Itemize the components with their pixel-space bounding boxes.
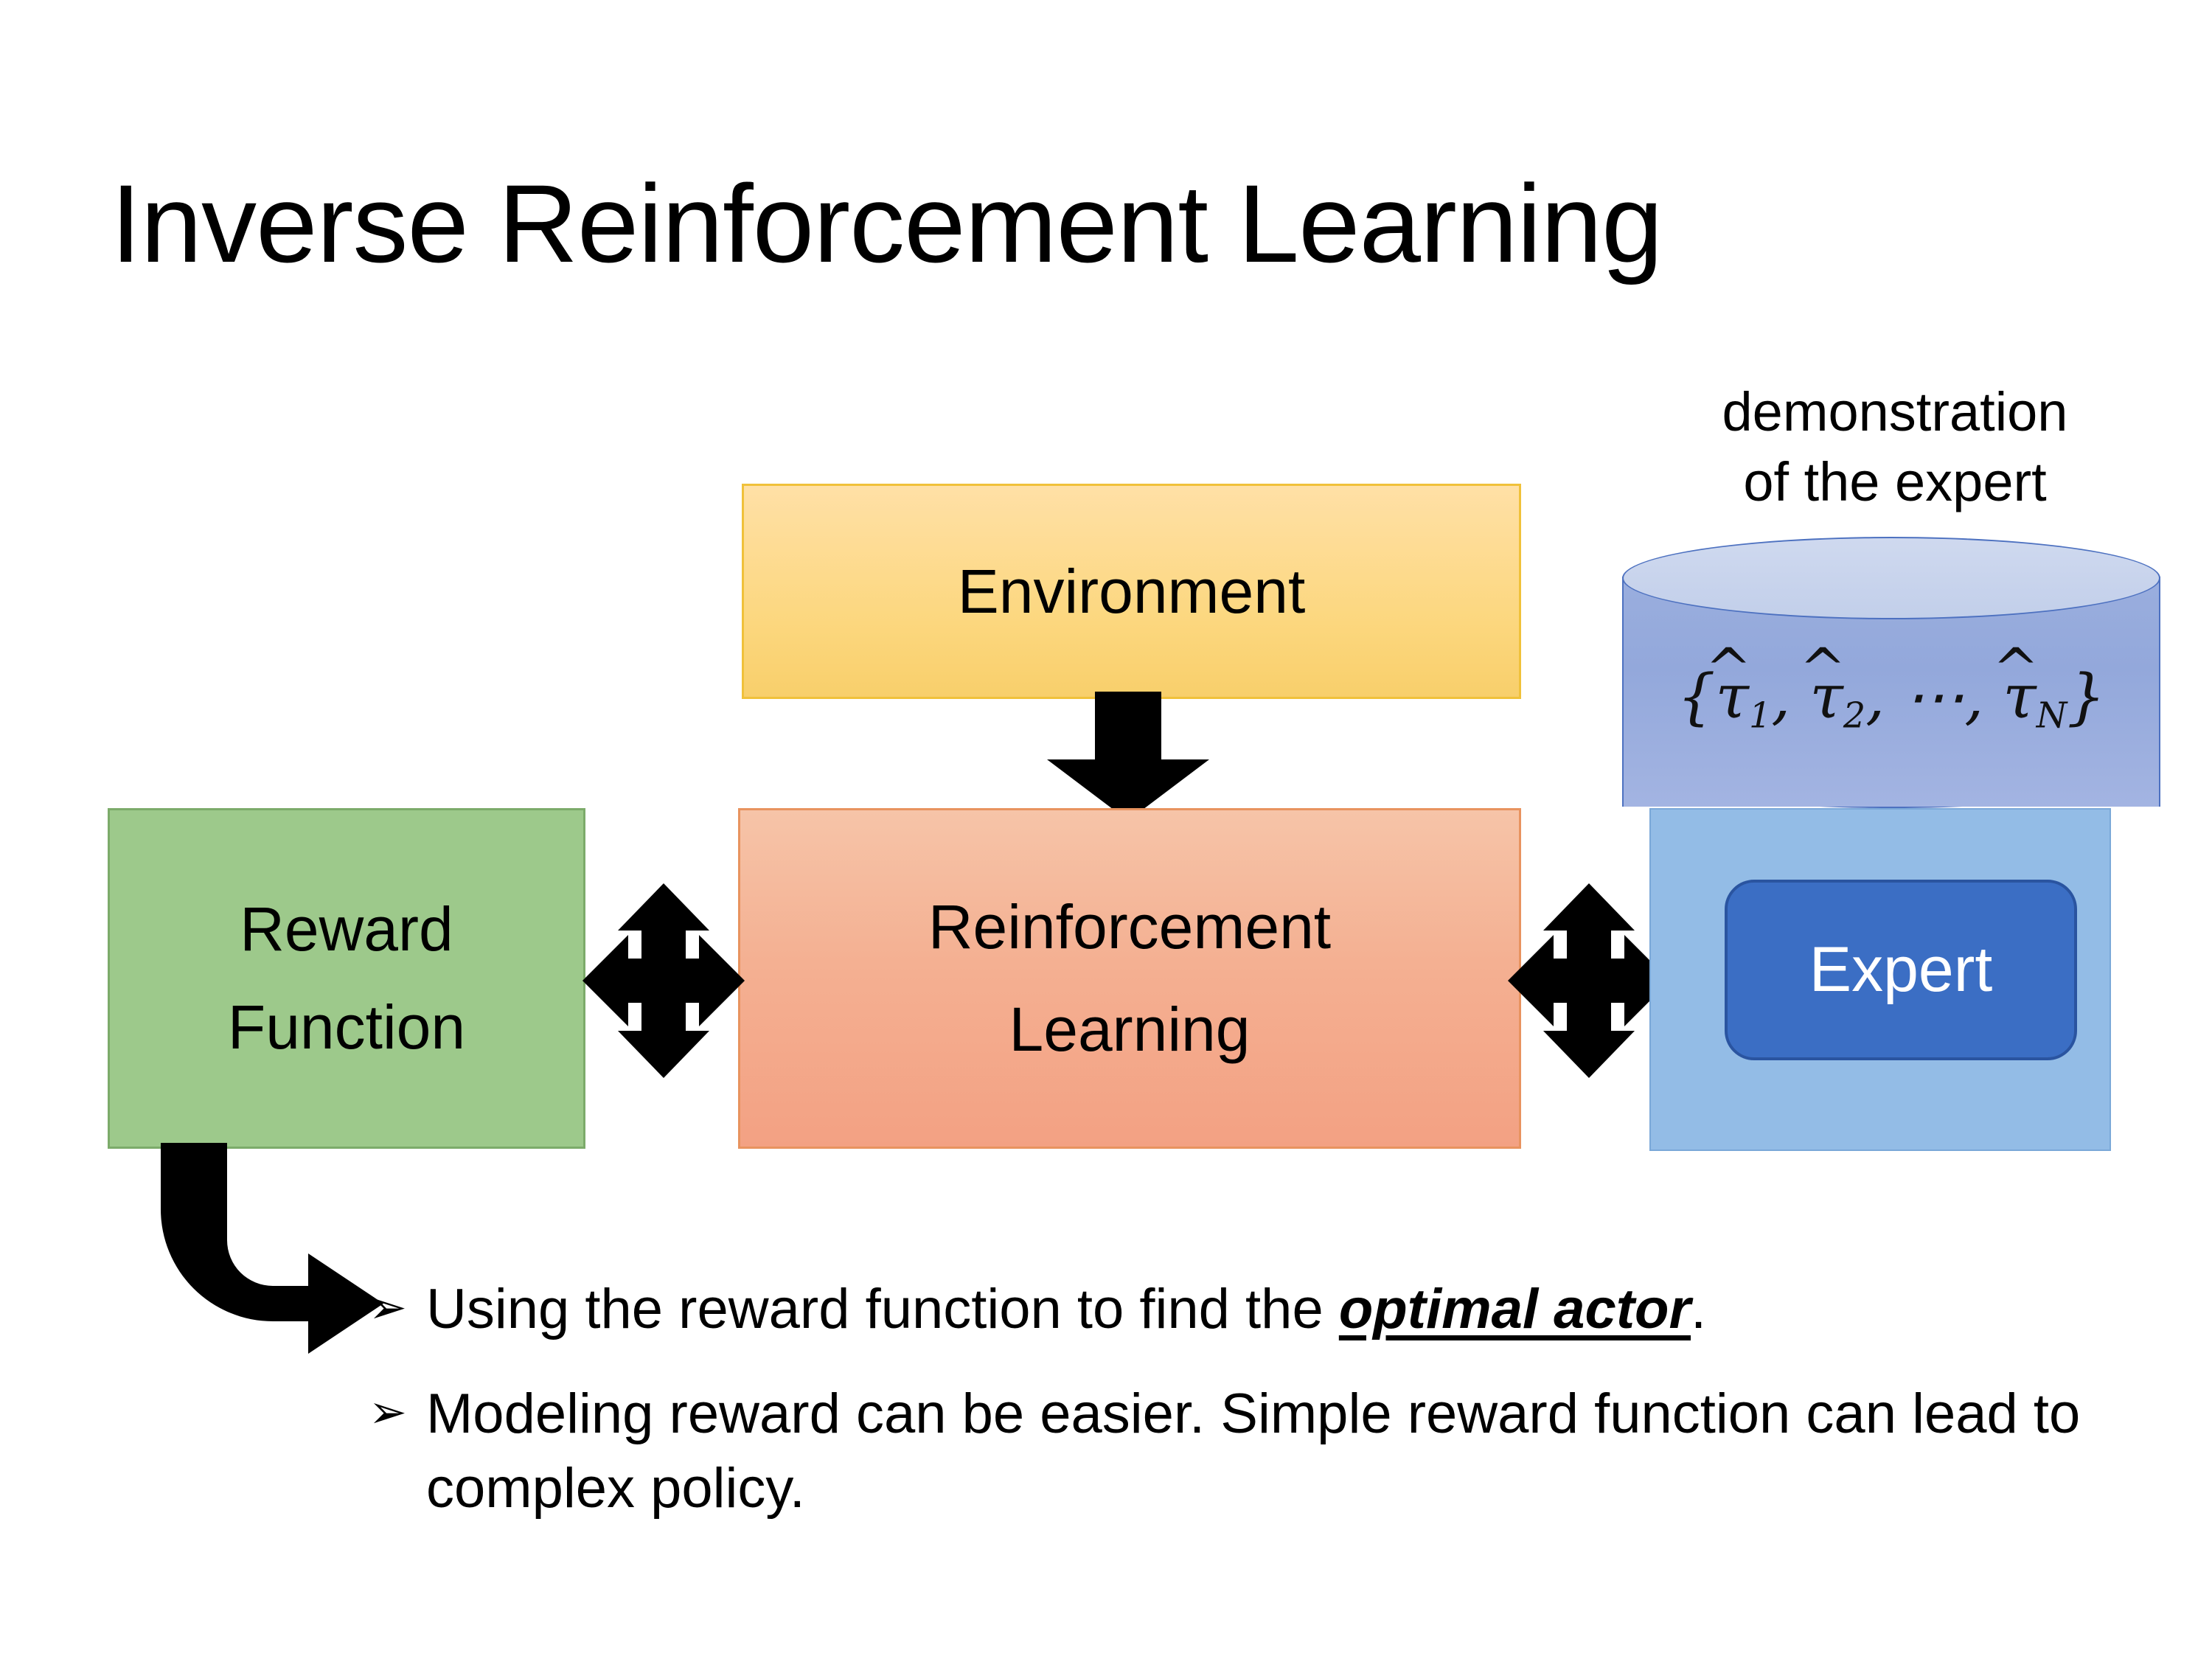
bullet-text-1: Using the reward function to find the op… <box>426 1273 2138 1346</box>
environment-box[interactable]: Environment <box>742 484 1521 699</box>
rl-label-line1: Reinforcement <box>928 892 1332 961</box>
expert-box[interactable]: Expert <box>1725 880 2077 1060</box>
bullet-arrow-icon: ➢ <box>369 1282 407 1333</box>
tau-hat-n: ^τ <box>1992 636 2039 732</box>
bullet-1-emphasis: optimal actor <box>1338 1278 1691 1340</box>
tau-subscript-n: N <box>2036 695 2067 737</box>
tau-symbol-2: τ <box>1809 662 1843 732</box>
tau-hat-1: ^τ <box>1705 636 1752 732</box>
bullet-list: ➢ Using the reward function to find the … <box>369 1273 2138 1557</box>
demonstration-caption-line2: of the expert <box>1743 451 2047 512</box>
reinforcement-learning-box[interactable]: Reinforcement Learning <box>738 808 1521 1149</box>
formula-sep-3: , <box>1964 662 2003 732</box>
hat-accent-1: ^ <box>1705 636 1752 702</box>
reward-label-line1: Reward <box>240 894 453 964</box>
formula-sep-1: , <box>1771 662 1810 732</box>
reinforcement-learning-box-label: Reinforcement Learning <box>928 888 1331 1068</box>
arrow-rl-expert-link-icon <box>1508 883 1670 1078</box>
arrow-environment-to-rl-icon <box>1047 692 1209 821</box>
tau-subscript-2: 2 <box>1843 695 1866 737</box>
page-title: Inverse Reinforcement Learning <box>111 161 1663 285</box>
tau-hat-2: ^τ <box>1799 636 1846 732</box>
demonstration-caption: demonstration of the expert <box>1622 378 2168 517</box>
hat-accent-n: ^ <box>1992 636 2039 702</box>
bullet-1-prefix: Using the reward function to find the <box>426 1278 1339 1340</box>
tau-symbol-n: τ <box>2003 662 2037 732</box>
expert-box-label: Expert <box>1809 934 1993 1005</box>
formula-open-brace: { <box>1677 662 1716 732</box>
demonstration-cylinder[interactable]: {^τ1, ^τ2, ⋯, ^τN} <box>1622 537 2160 846</box>
formula-sep-2: , <box>1865 662 1905 732</box>
tau-subscript-1: 1 <box>1749 695 1772 737</box>
reward-label-line2: Function <box>227 992 466 1062</box>
formula-ellipsis: ⋯ <box>1904 662 1965 732</box>
trajectory-set-formula: {^τ1, ^τ2, ⋯, ^τN} <box>1622 636 2160 737</box>
arrow-reward-rl-link-icon <box>582 883 745 1078</box>
tau-symbol-1: τ <box>1715 662 1750 732</box>
hat-accent-2: ^ <box>1799 636 1846 702</box>
demonstration-caption-line1: demonstration <box>1722 381 2068 442</box>
list-item: ➢ Modeling reward can be easier. Simple … <box>369 1377 2138 1526</box>
rl-label-line2: Learning <box>1009 995 1251 1064</box>
arrow-reward-to-bullet-icon <box>161 1143 383 1354</box>
reward-function-box[interactable]: Reward Function <box>108 808 585 1149</box>
bullet-text-2: Modeling reward can be easier. Simple re… <box>426 1382 2081 1520</box>
bullet-1-suffix: . <box>1691 1278 1707 1340</box>
formula-close-brace: } <box>2067 662 2106 732</box>
environment-box-label: Environment <box>957 556 1306 626</box>
list-item: ➢ Using the reward function to find the … <box>369 1273 2138 1346</box>
bullet-arrow-icon: ➢ <box>369 1387 407 1439</box>
reward-function-box-label: Reward Function <box>228 891 465 1066</box>
cylinder-top-ellipse <box>1622 537 2160 619</box>
